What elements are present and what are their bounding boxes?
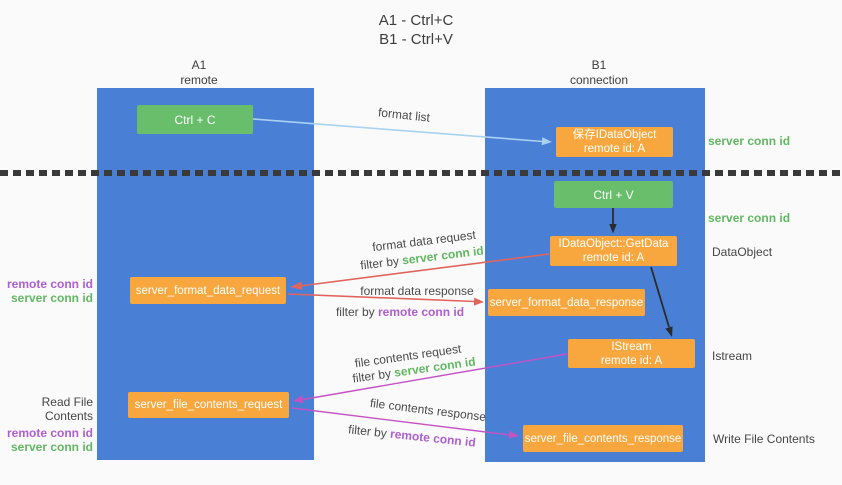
node-istream: IStream remote id: A <box>568 339 695 368</box>
lane-b1-title: B1 <box>591 58 607 72</box>
remote-conn-id-text: remote conn id <box>6 277 93 291</box>
format-data-response-text: format data response <box>360 284 474 298</box>
node-ctrl-c-label: Ctrl + C <box>174 112 216 127</box>
node-server-format-data-request-label: server_format_data_request <box>135 284 281 297</box>
server-conn-id-text: server conn id <box>708 134 791 148</box>
annotation-istream: Istream <box>712 349 752 363</box>
node-server-file-contents-response-label: server_file_contents_response <box>524 432 682 445</box>
annotation-dataobject: DataObject <box>712 245 772 259</box>
flow-label-filter-by-remote-conn-id-1: filter by remote conn id <box>336 305 464 319</box>
node-istream-line2: remote id: A <box>600 354 663 367</box>
server-conn-id-text: server conn id <box>10 291 93 305</box>
arrow-getdata-to-istream <box>650 266 673 337</box>
istream-text: Istream <box>712 349 753 363</box>
title-line-a1: A1 - Ctrl+C <box>378 12 454 29</box>
arrow-format-list <box>252 118 552 146</box>
dotted-divider <box>0 170 842 176</box>
node-ctrl-c: Ctrl + C <box>137 105 253 134</box>
annotation-server-conn-id-mid: server conn id <box>708 211 790 225</box>
node-save-idataobject-line1: 保存IDataObject <box>572 129 657 141</box>
filter-by-text: filter by <box>335 305 375 319</box>
node-istream-line1: IStream <box>611 340 652 353</box>
arrow-format-data-response <box>287 293 484 306</box>
flow-label-format-data-response: format data response <box>360 284 473 298</box>
node-idataobject-getdata: IDataObject::GetData remote id: A <box>550 236 677 266</box>
node-ctrl-v: Ctrl + V <box>554 181 673 208</box>
server-conn-id-text: server conn id <box>10 440 93 454</box>
lane-a1-title: A1 <box>191 58 207 72</box>
lane-b1-subtitle: connection <box>569 73 629 87</box>
node-getdata-line2: remote id: A <box>582 252 645 264</box>
title-line-b1: B1 - Ctrl+V <box>379 31 453 48</box>
arrow-file-contents-request <box>293 353 568 404</box>
server-conn-id-text: server conn id <box>708 211 791 225</box>
node-save-idataobject-line2: remote id: A <box>583 143 646 155</box>
remote-conn-id-text: remote conn id <box>378 305 465 319</box>
arrow-ctrl-v-to-getdata <box>609 207 617 234</box>
node-server-file-contents-request: server_file_contents_request <box>128 392 289 418</box>
annotation-server-conn-id-top: server conn id <box>708 134 790 148</box>
remote-conn-id-text: remote conn id <box>6 426 93 440</box>
annotation-write-file-contents: Write File Contents <box>713 432 815 446</box>
lane-header-b1: B1 connection <box>534 58 664 88</box>
annotation-read-file-contents-block: Read File Contents remote conn id server… <box>0 395 93 454</box>
node-save-idataobject: 保存IDataObject remote id: A <box>556 127 673 157</box>
dataobject-text: DataObject <box>712 245 773 259</box>
node-server-format-data-response: server_format_data_response <box>488 289 645 316</box>
annotation-conn-ids-format: remote conn id server conn id <box>0 277 93 305</box>
lane-header-a1: A1 remote <box>134 58 264 88</box>
node-server-format-data-request: server_format_data_request <box>130 277 286 304</box>
arrow-file-contents-response <box>291 407 519 439</box>
write-file-contents-text: Write File Contents <box>713 432 815 446</box>
node-server-format-data-response-label: server_format_data_response <box>489 296 644 309</box>
lane-a1-subtitle: remote <box>180 73 218 87</box>
read-file-contents-text: Read File Contents <box>41 395 93 423</box>
diagram-title: A1 - Ctrl+C B1 - Ctrl+V <box>316 11 516 49</box>
node-server-file-contents-request-label: server_file_contents_request <box>134 399 283 411</box>
arrow-format-data-request <box>290 253 550 290</box>
node-ctrl-v-label: Ctrl + V <box>593 187 634 202</box>
node-getdata-line1: IDataObject::GetData <box>558 238 669 250</box>
node-server-file-contents-response: server_file_contents_response <box>523 425 683 452</box>
